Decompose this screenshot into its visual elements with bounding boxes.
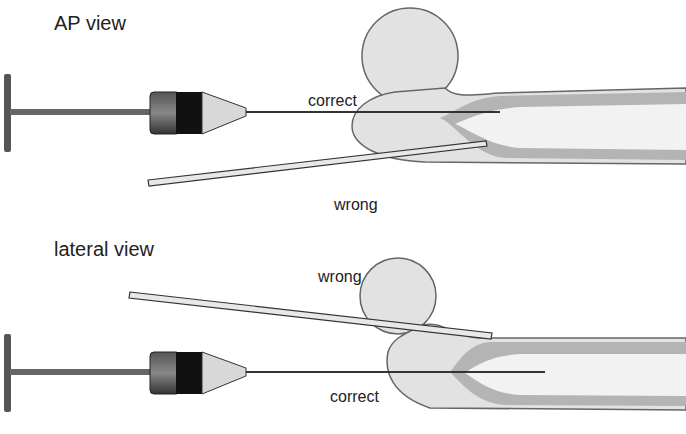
correct-label: correct: [308, 92, 357, 110]
lateral-correct-drill: [4, 334, 545, 412]
wrong-label: wrong: [318, 268, 362, 286]
ap-wrong-wire: [148, 141, 487, 186]
view-title: lateral view: [54, 238, 154, 260]
correct-label: correct: [330, 388, 379, 406]
ap-femur: [352, 8, 686, 164]
lateral-wrong-wire: [129, 292, 492, 339]
view-title: AP view: [54, 12, 126, 34]
lateral-femur: [360, 258, 686, 410]
wrong-label: wrong: [334, 196, 378, 214]
ap-correct-drill: [4, 74, 500, 152]
